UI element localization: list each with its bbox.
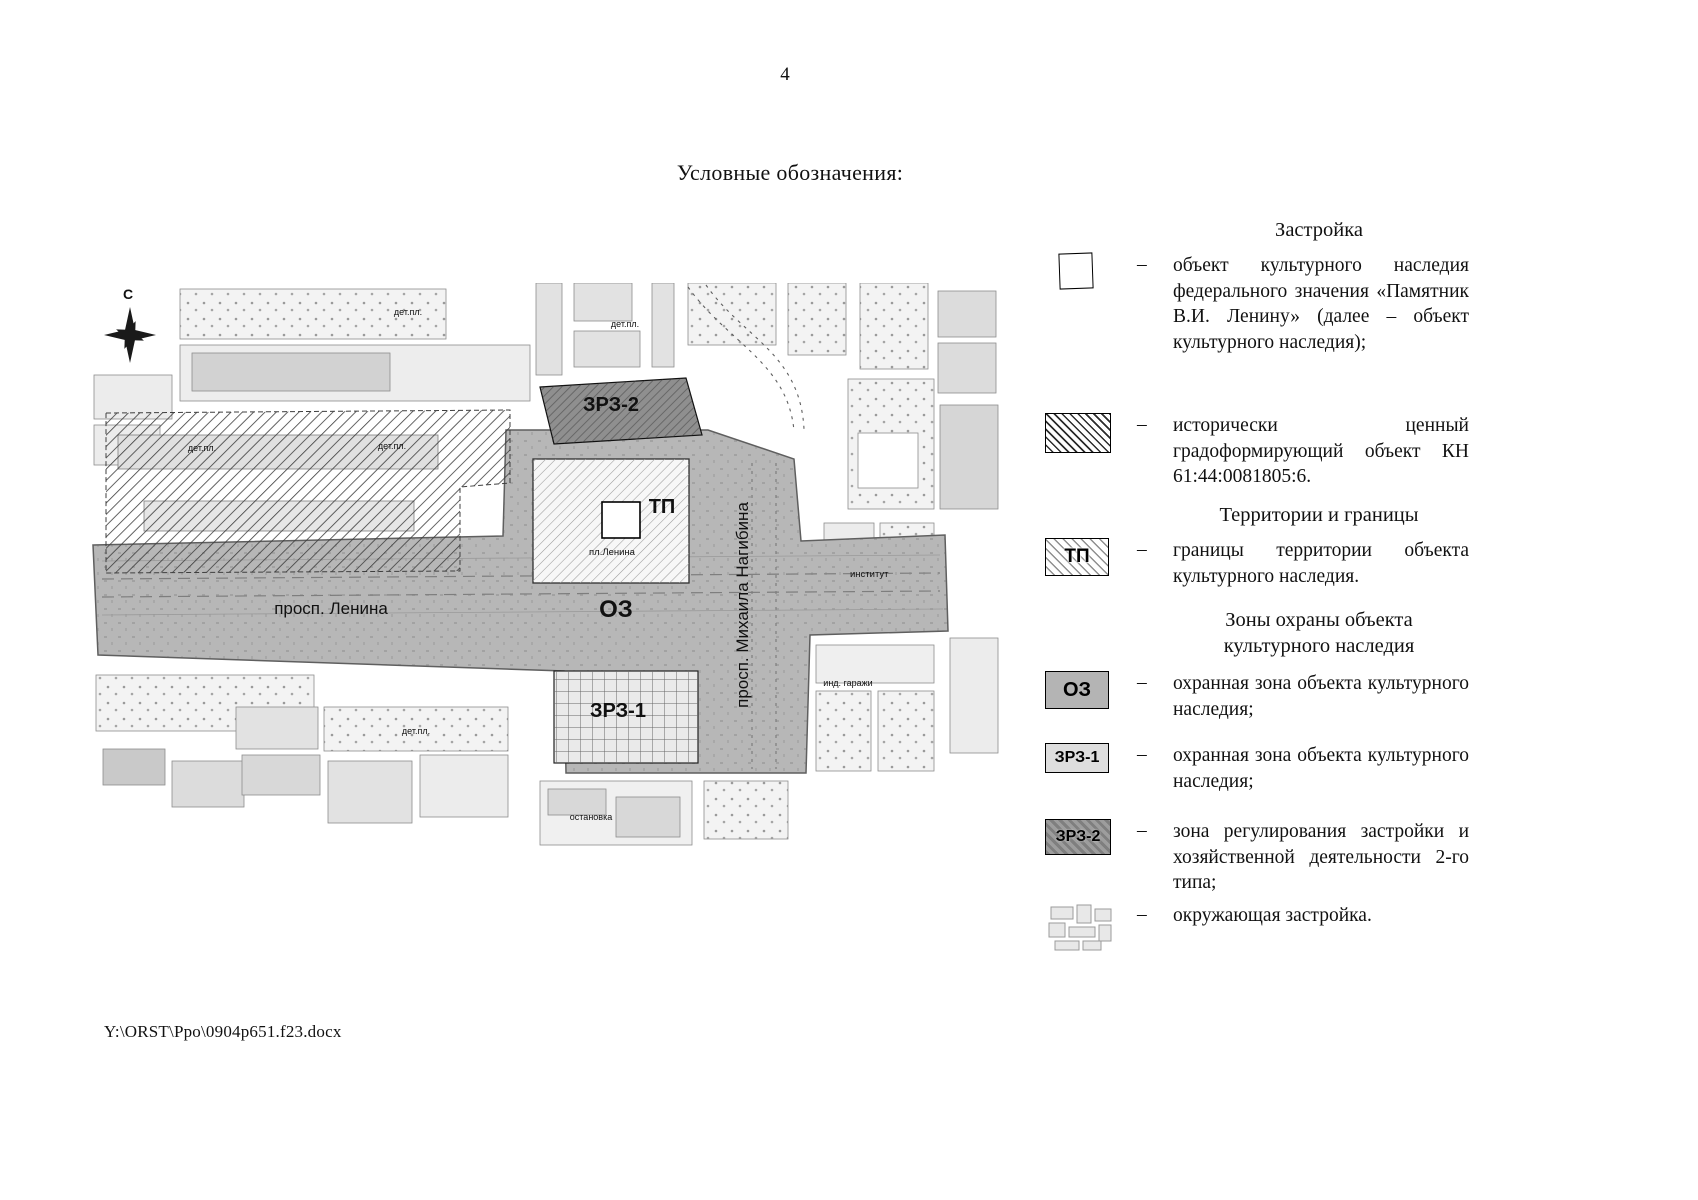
legend-dash: – [1137,904,1147,925]
legend-symbol-zrz1: ЗРЗ-1 [1045,743,1109,773]
compass-rose: С [104,286,156,363]
map-rail-lines [687,284,805,432]
map-label-prospekt-nagibina: просп. Михаила Нагибина [733,502,752,708]
map-label-det-pl-2: дет.пл. [611,319,639,329]
map-svg: С ЗРЗ-2 ТП ОЗ ЗРЗ-1 просп. Ленина просп.… [92,283,999,846]
map-label-tp: ТП [649,496,676,518]
map-label-zrz2: ЗРЗ-2 [583,394,639,416]
map-label-garages: инд. гаражи [823,678,872,688]
map-area-zrz1 [553,670,699,764]
map-monument-square [601,501,641,539]
legend-dash: – [1137,539,1147,560]
legend-symbol-zrz2-label: ЗРЗ-2 [1055,828,1101,845]
legend-symbol-tp: ТП [1045,538,1109,576]
legend-item-surround: – окружающая застройка. [1045,903,1469,953]
legend-heading-territorii: Территории и границы [1219,504,1419,526]
map-label-oz: ОЗ [599,596,633,623]
map-historic-hatch-area [105,409,511,574]
compass-north-label: С [123,286,133,302]
map-label-zrz1: ЗРЗ-1 [590,700,646,722]
map-area-zrz2 [539,377,703,445]
map-street-axis-lines [101,463,941,769]
legend-symbol-tp-label: ТП [1064,546,1090,567]
legend-symbol-surrounding-buildings [1045,903,1117,953]
legend-dash: – [1137,414,1147,435]
legend-dash: – [1137,744,1147,765]
legend-item-object: – объект культурного наследия федерально… [1045,252,1469,356]
map-label-det-pl-1: дет.пл. [394,307,422,317]
legend-symbol-zrz2: ЗРЗ-2 [1045,819,1111,855]
legend-item-tp-text: границы территории объекта культурного н… [1173,540,1469,587]
map: С ЗРЗ-2 ТП ОЗ ЗРЗ-1 просп. Ленина просп.… [88,283,1010,965]
surrounding-buildings-icon [1048,904,1112,951]
legend-symbol-oz: ОЗ [1045,671,1109,709]
page-number: 4 [780,64,790,85]
legend-item-surround-text: окружающая застройка. [1173,905,1372,926]
legend-item-tp: ТП – границы территории объекта культурн… [1045,538,1469,589]
legend-item-historic: – исторически ценный градоформирующий об… [1045,413,1469,490]
legend-heading-zony: Зоны охраны объекта культурного наследия [1223,609,1415,657]
legend-item-object-text: объект культурного наследия федерального… [1173,255,1469,354]
legend-dash: – [1137,820,1147,841]
map-label-institut: институт [850,569,889,580]
map-label-prospekt-lenina: просп. Ленина [274,599,388,618]
map-label-stop: остановка [570,812,612,822]
legend-heading-zastroika: Застройка [1275,219,1363,241]
map-label-det-pl-5: дет.пл. [402,726,430,736]
legend-dash: – [1137,254,1147,275]
legend-item-oz-text: охранная зона объекта культурного наслед… [1173,673,1469,720]
legend-item-zrz2: ЗРЗ-2 – зона регулирования застройки и х… [1045,819,1469,896]
page-title: Условные обозначения: [676,160,904,185]
footer-file-path: Y:\ORST\Ppo\0904p651.f23.docx [104,1022,342,1041]
legend-symbol-oz-label: ОЗ [1062,678,1092,701]
legend-item-zrz2-text: зона регулирования застройки и хозяйстве… [1173,821,1469,894]
legend-item-zrz1-text: охранная зона объекта культурного наслед… [1173,745,1469,792]
map-label-pl-lenina: пл.Ленина [589,547,636,558]
map-label-det-pl-4: дет.пл. [378,441,406,451]
legend-symbol-historic-hatch [1045,413,1111,453]
legend-symbol-zrz1-label: ЗРЗ-1 [1054,749,1100,766]
legend-item-oz: ОЗ – охранная зона объекта культурного н… [1045,671,1469,722]
map-label-det-pl-3: дет.пл. [188,443,216,453]
legend-symbol-heritage-object [1058,252,1094,290]
map-zone-oz [92,429,949,774]
legend-item-zrz1: ЗРЗ-1 – охранная зона объекта культурног… [1045,743,1469,794]
map-city-blocks [93,283,999,846]
legend-item-historic-text: исторически ценный градоформирующий объе… [1173,415,1469,488]
legend: Застройка – объект культурного наследия … [1045,213,1469,993]
map-area-tp [532,458,690,584]
legend-dash: – [1137,672,1147,693]
